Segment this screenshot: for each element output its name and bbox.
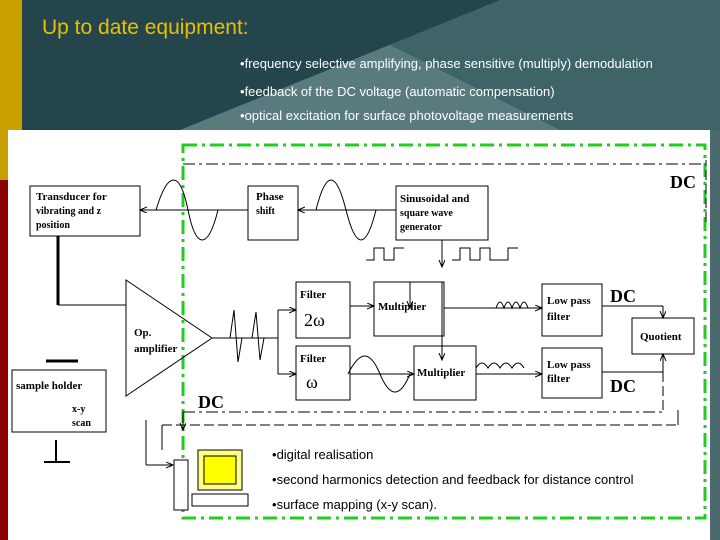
filter-w-label: Filter xyxy=(300,353,326,365)
filter-2w-symbol: 2ω xyxy=(304,310,325,330)
phase-label-2: shift xyxy=(256,206,276,217)
op-amp-label-2: amplifier xyxy=(134,343,177,355)
dc-label-mid: DC xyxy=(610,286,636,306)
top-bullet-1: •frequency selective amplifying, phase s… xyxy=(240,56,653,71)
lowpass-bottom-label-1: Low pass xyxy=(547,359,591,371)
bottom-bullet-2: •second harmonics detection and feedback… xyxy=(272,472,634,487)
sample-holder-box xyxy=(11,369,107,433)
multiplier-bottom-label: Multiplier xyxy=(417,367,465,379)
dc-label-top: DC xyxy=(670,172,696,192)
transducer-label-3: position xyxy=(36,220,70,231)
lowpass-bottom-label-2: filter xyxy=(547,373,570,385)
dc-label-bottom: DC xyxy=(198,392,224,412)
phase-shift-box xyxy=(247,185,299,241)
op-amp-triangle xyxy=(125,279,213,397)
transducer-label-1: Transducer for xyxy=(36,191,107,203)
dashed-border xyxy=(181,143,707,520)
xy-scan-label-2: scan xyxy=(72,418,91,429)
slide-title: Up to date equipment: xyxy=(42,16,249,39)
diagram-panel: Transducer for vibrating and z position … xyxy=(8,130,710,540)
lowpass-top-label-1: Low pass xyxy=(547,295,591,307)
phase-label-1: Phase xyxy=(256,191,284,203)
transducer-label-2: vibrating and z xyxy=(36,206,102,217)
filter-2w-label: Filter xyxy=(300,289,326,301)
quotient-label: Quotient xyxy=(640,331,682,343)
bottom-bullet-1: •digital realisation xyxy=(272,447,374,462)
xy-scan-label-1: x-y xyxy=(72,404,85,415)
generator-label-2: square wave xyxy=(400,208,453,219)
top-bullet-3: •optical excitation for surface photovol… xyxy=(240,108,574,123)
filter-w-symbol: ω xyxy=(306,372,318,392)
op-amp-label-1: Op. xyxy=(134,327,152,339)
lowpass-top-box xyxy=(541,283,603,337)
generator-label-1: Sinusoidal and xyxy=(400,193,469,205)
dc-label-lowpass: DC xyxy=(610,376,636,396)
multiplier-top-label: Multiplier xyxy=(378,301,426,313)
generator-label-3: generator xyxy=(400,222,442,233)
lowpass-top-label-2: filter xyxy=(547,311,570,323)
top-bullet-2: •feedback of the DC voltage (automatic c… xyxy=(240,84,555,99)
computer-icon xyxy=(173,449,249,511)
sample-holder-label: sample holder xyxy=(16,380,82,392)
bottom-bullet-3: •surface mapping (x-y scan). xyxy=(272,497,437,512)
block-diagram: Transducer for vibrating and z position … xyxy=(11,143,707,520)
